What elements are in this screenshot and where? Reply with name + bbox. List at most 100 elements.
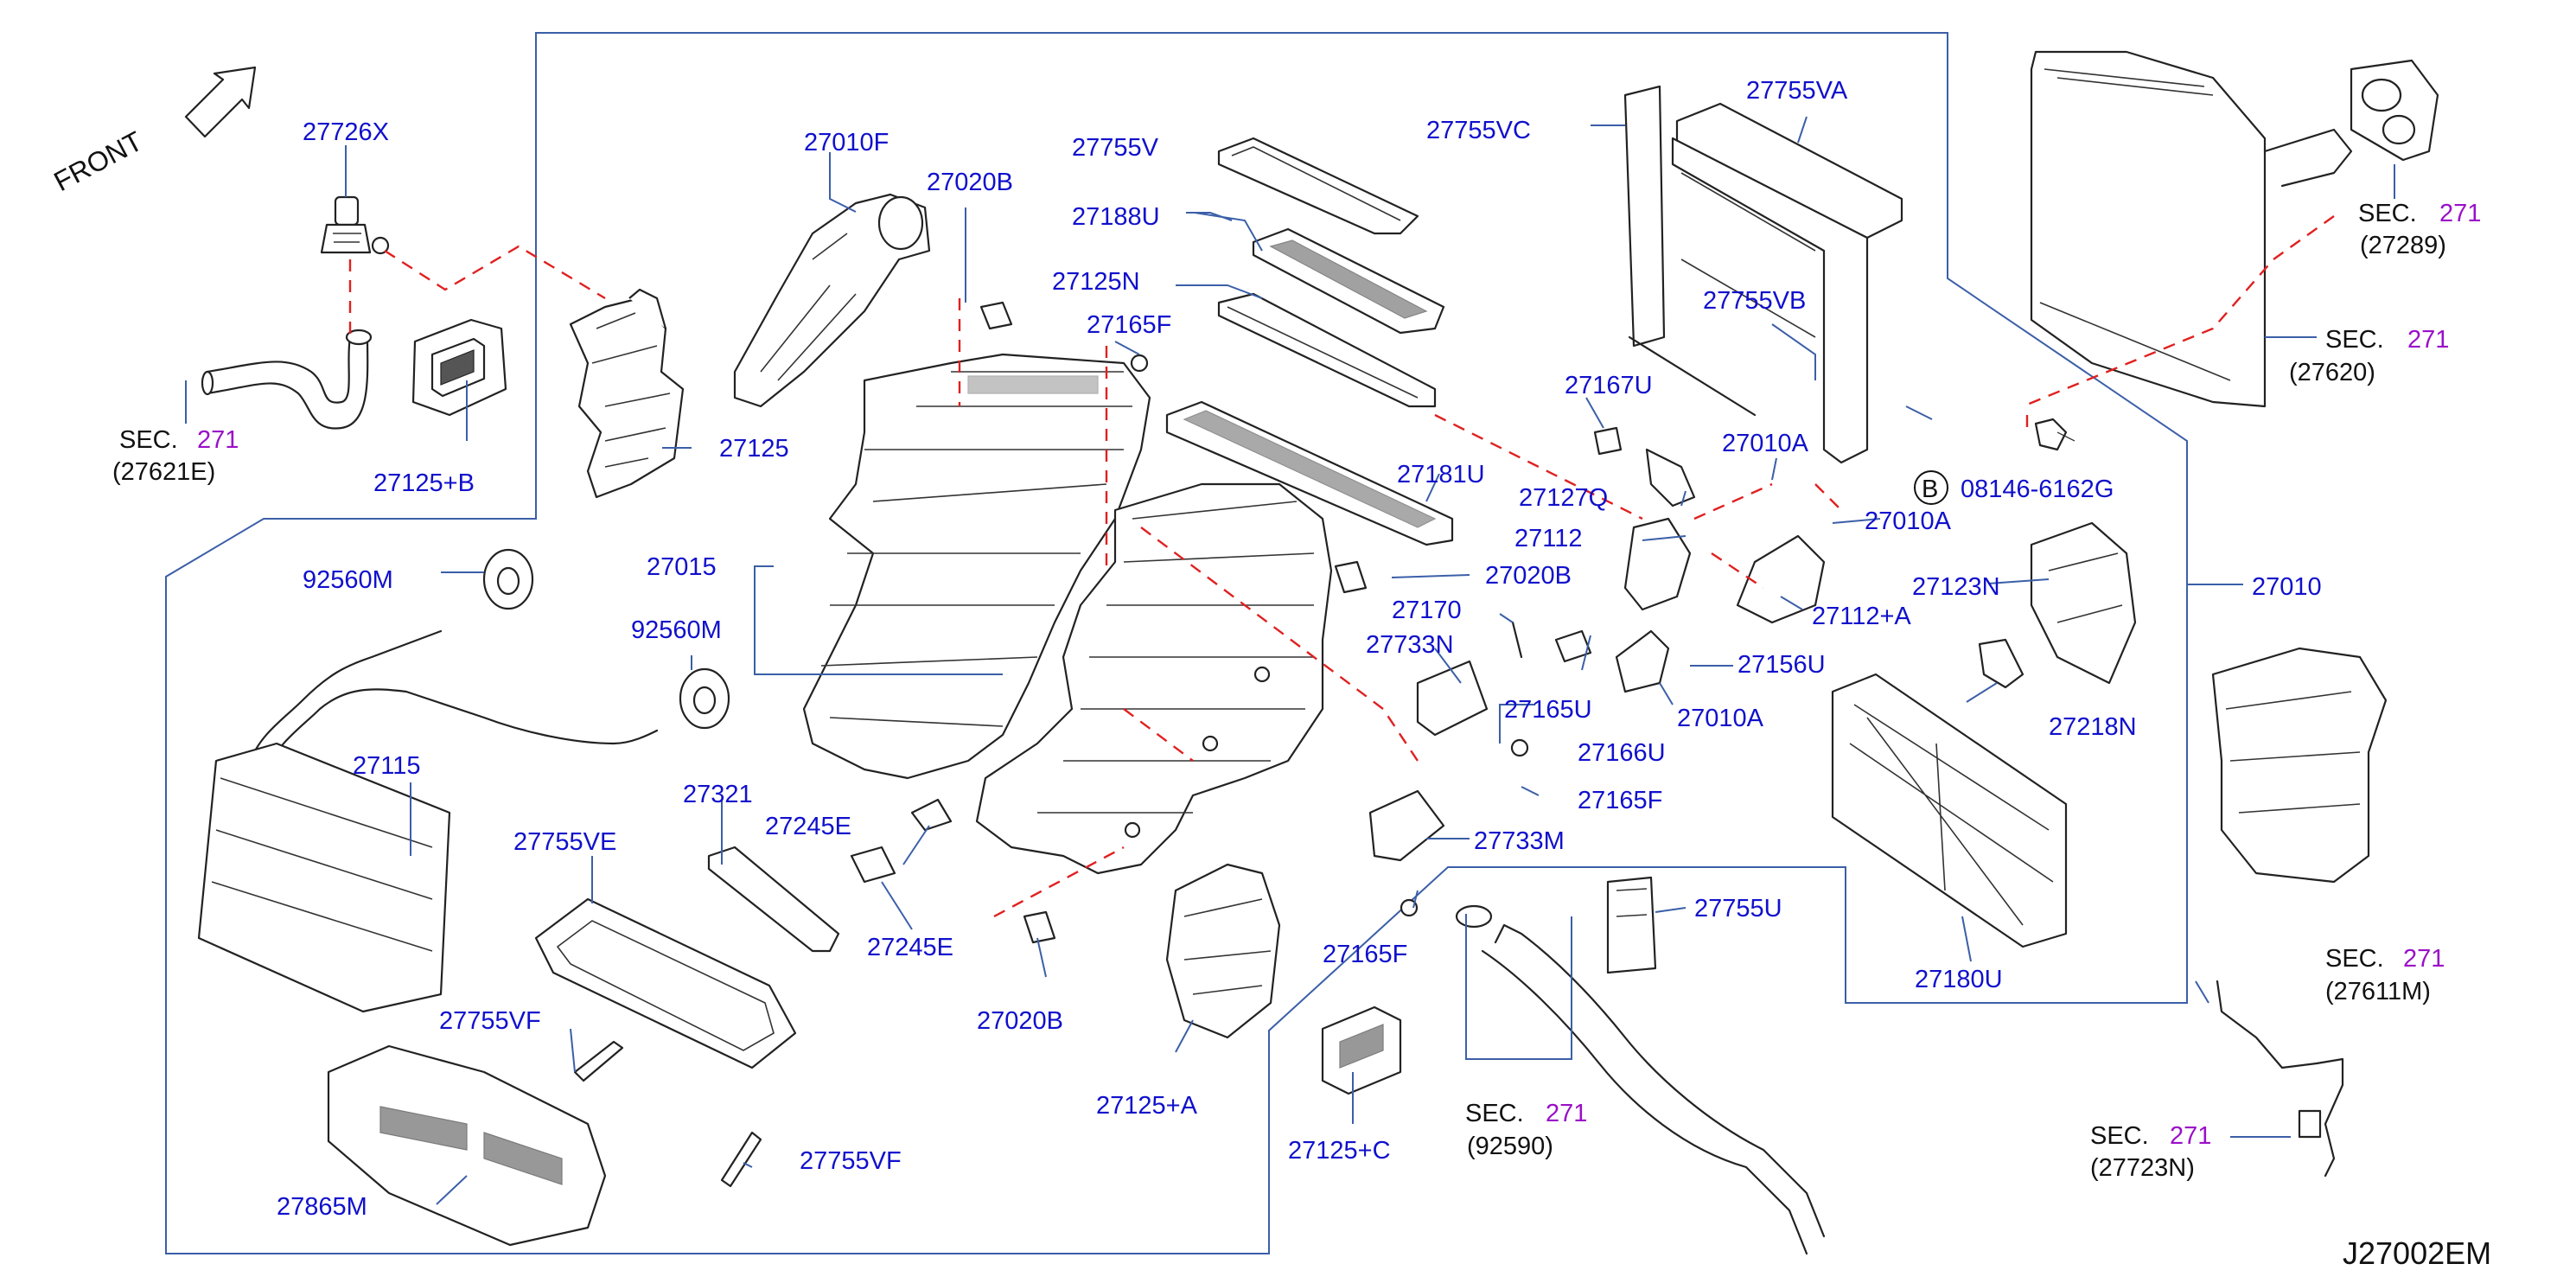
assembly-boundary — [165, 32, 2188, 1254]
svg-text:271: 271 — [2407, 326, 2449, 354]
screw-27165f-b-icon — [1510, 738, 1529, 757]
svg-text:(27289): (27289) — [2360, 232, 2446, 259]
part-label-27170: 27170 — [1392, 597, 1462, 624]
part-label-27127q: 27127Q — [1519, 484, 1608, 512]
filter-27181u-icon — [1165, 400, 1454, 546]
part-label-27125: 27125 — [719, 435, 789, 463]
screw-27165f-c-icon — [1400, 898, 1419, 917]
svg-text:SEC.: SEC. — [2325, 326, 2384, 354]
svg-text:271: 271 — [1546, 1100, 1587, 1127]
section-ref-27611m: SEC. 271 (27611M) — [2325, 945, 2445, 1005]
grommet-92560m-a-icon — [482, 548, 534, 610]
part-label-27166u: 27166U — [1578, 739, 1666, 767]
part-label-27726x: 27726X — [303, 118, 389, 146]
seal-27755v-icon — [1217, 137, 1419, 235]
cover-27733m-icon — [1368, 789, 1445, 862]
part-label-27112: 27112 — [1514, 525, 1583, 552]
housing-27865m-icon — [327, 1044, 607, 1247]
svg-text:271: 271 — [2403, 945, 2445, 973]
sensor-27726x-icon — [320, 195, 390, 255]
screw-27165f-a-icon — [1130, 354, 1149, 373]
evaporator-housing-icon — [975, 482, 1333, 875]
damper-27123n-icon — [2030, 521, 2137, 685]
part-label-27180u: 27180U — [1915, 966, 2003, 993]
hidden-lines-main — [958, 298, 1842, 918]
evaporator-core-icon — [1628, 137, 1869, 464]
part-label-27156u: 27156U — [1738, 651, 1826, 679]
seal-27755vf-b-icon — [720, 1131, 762, 1188]
part-label-27321: 27321 — [683, 781, 753, 808]
module-27611m-icon — [2211, 647, 2388, 884]
seal-27755ve-icon — [534, 897, 797, 1069]
clip-27020b-mid-icon — [1334, 560, 1368, 594]
section-ref-27621e: SEC. 271 (27621E) — [112, 426, 239, 486]
seal-27755u-icon — [1606, 876, 1657, 974]
svg-text:SEC.: SEC. — [119, 426, 178, 454]
part-label-27733n: 27733N — [1366, 631, 1454, 659]
seal-27755vf-a-icon — [573, 1040, 624, 1082]
part-label-27755vf-b: 27755VF — [800, 1147, 902, 1175]
part-label-27755vf-a: 27755VF — [439, 1007, 541, 1035]
svg-text:SEC.: SEC. — [2325, 945, 2384, 973]
part-label-27020b-top: 27020B — [927, 169, 1013, 196]
svg-text:SEC.: SEC. — [1465, 1100, 1524, 1127]
part-label-27865m: 27865M — [277, 1193, 367, 1221]
bolt-08146-icon — [2034, 418, 2075, 451]
gasket-27289-icon — [2350, 59, 2439, 162]
part-label-27125a: 27125+A — [1096, 1092, 1198, 1120]
filter-27188u-icon — [1252, 227, 1445, 335]
duct-27125a-icon — [1165, 863, 1281, 1039]
clip-27218n-icon — [1978, 638, 2024, 689]
grommet-27125c-icon — [1321, 1005, 1402, 1095]
front-label: FRONT — [48, 125, 147, 198]
part-label-27733m: 27733M — [1474, 827, 1565, 855]
part-label-27010: 27010 — [2252, 573, 2322, 601]
seal-27321-icon — [707, 846, 840, 953]
section-ref-27289: SEC. 271 (27289) — [2358, 200, 2481, 259]
svg-text:271: 271 — [197, 426, 239, 454]
part-label-27755vb: 27755VB — [1703, 287, 1806, 315]
svg-text:271: 271 — [2170, 1122, 2211, 1150]
section-ref-92590: SEC. 271 (92590) — [1465, 1100, 1587, 1160]
svg-text:(92590): (92590) — [1467, 1133, 1553, 1160]
part-label-27188u: 27188U — [1072, 203, 1160, 231]
clip-27245e-a-icon — [910, 798, 953, 832]
part-label-92560m-b: 92560M — [631, 616, 722, 644]
heater-unit-27015-icon — [802, 353, 1151, 780]
part-label-27112a: 27112+A — [1812, 603, 1911, 630]
svg-text:(27723N): (27723N) — [2090, 1154, 2195, 1182]
svg-text:SEC.: SEC. — [2358, 200, 2417, 227]
hose-27621e-icon — [201, 329, 373, 430]
filter-27125n-icon — [1217, 292, 1437, 408]
heater-core-27115-icon — [197, 629, 659, 1013]
cover-27733n-icon — [1416, 660, 1489, 737]
svg-text:(27621E): (27621E) — [112, 458, 215, 486]
part-label-27245e-b: 27245E — [867, 934, 953, 961]
svg-text:B: B — [1922, 476, 1938, 503]
section-ref-27723n: SEC. 271 (27723N) — [2090, 1122, 2211, 1182]
part-label-27010a-c: 27010A — [1677, 705, 1764, 732]
link-27166u-icon — [1511, 621, 1670, 693]
part-label-27020b-mid: 27020B — [1485, 562, 1572, 590]
part-label-27125b: 27125+B — [373, 469, 475, 497]
part-label-27020b-bot: 27020B — [977, 1007, 1063, 1035]
part-label-27165f-b: 27165F — [1578, 787, 1662, 814]
part-label-27123n: 27123N — [1912, 573, 2000, 601]
front-arrow-icon — [184, 66, 257, 138]
part-label-27165u: 27165U — [1504, 696, 1592, 724]
part-label-27115: 27115 — [353, 752, 421, 780]
section-ref-27620: SEC. 271 (27620) — [2289, 326, 2449, 386]
clip-27020b-bot-icon — [1023, 910, 1056, 944]
part-label-27755v: 27755V — [1072, 134, 1159, 162]
part-label-27755ve: 27755VE — [513, 828, 616, 856]
linkage-27167u-icon — [1593, 426, 1696, 507]
part-label-27165f-a: 27165F — [1087, 311, 1171, 339]
part-label-92560m-a: 92560M — [303, 566, 393, 594]
drawing-code: J27002EM — [2343, 1235, 2491, 1271]
svg-text:(27620): (27620) — [2289, 359, 2375, 386]
part-label-27010a-b: 27010A — [1865, 507, 1952, 535]
clip-27245e-b-icon — [850, 846, 896, 884]
grommet-92560m-b-icon — [679, 667, 730, 730]
svg-text:(27611M): (27611M) — [2325, 978, 2431, 1005]
